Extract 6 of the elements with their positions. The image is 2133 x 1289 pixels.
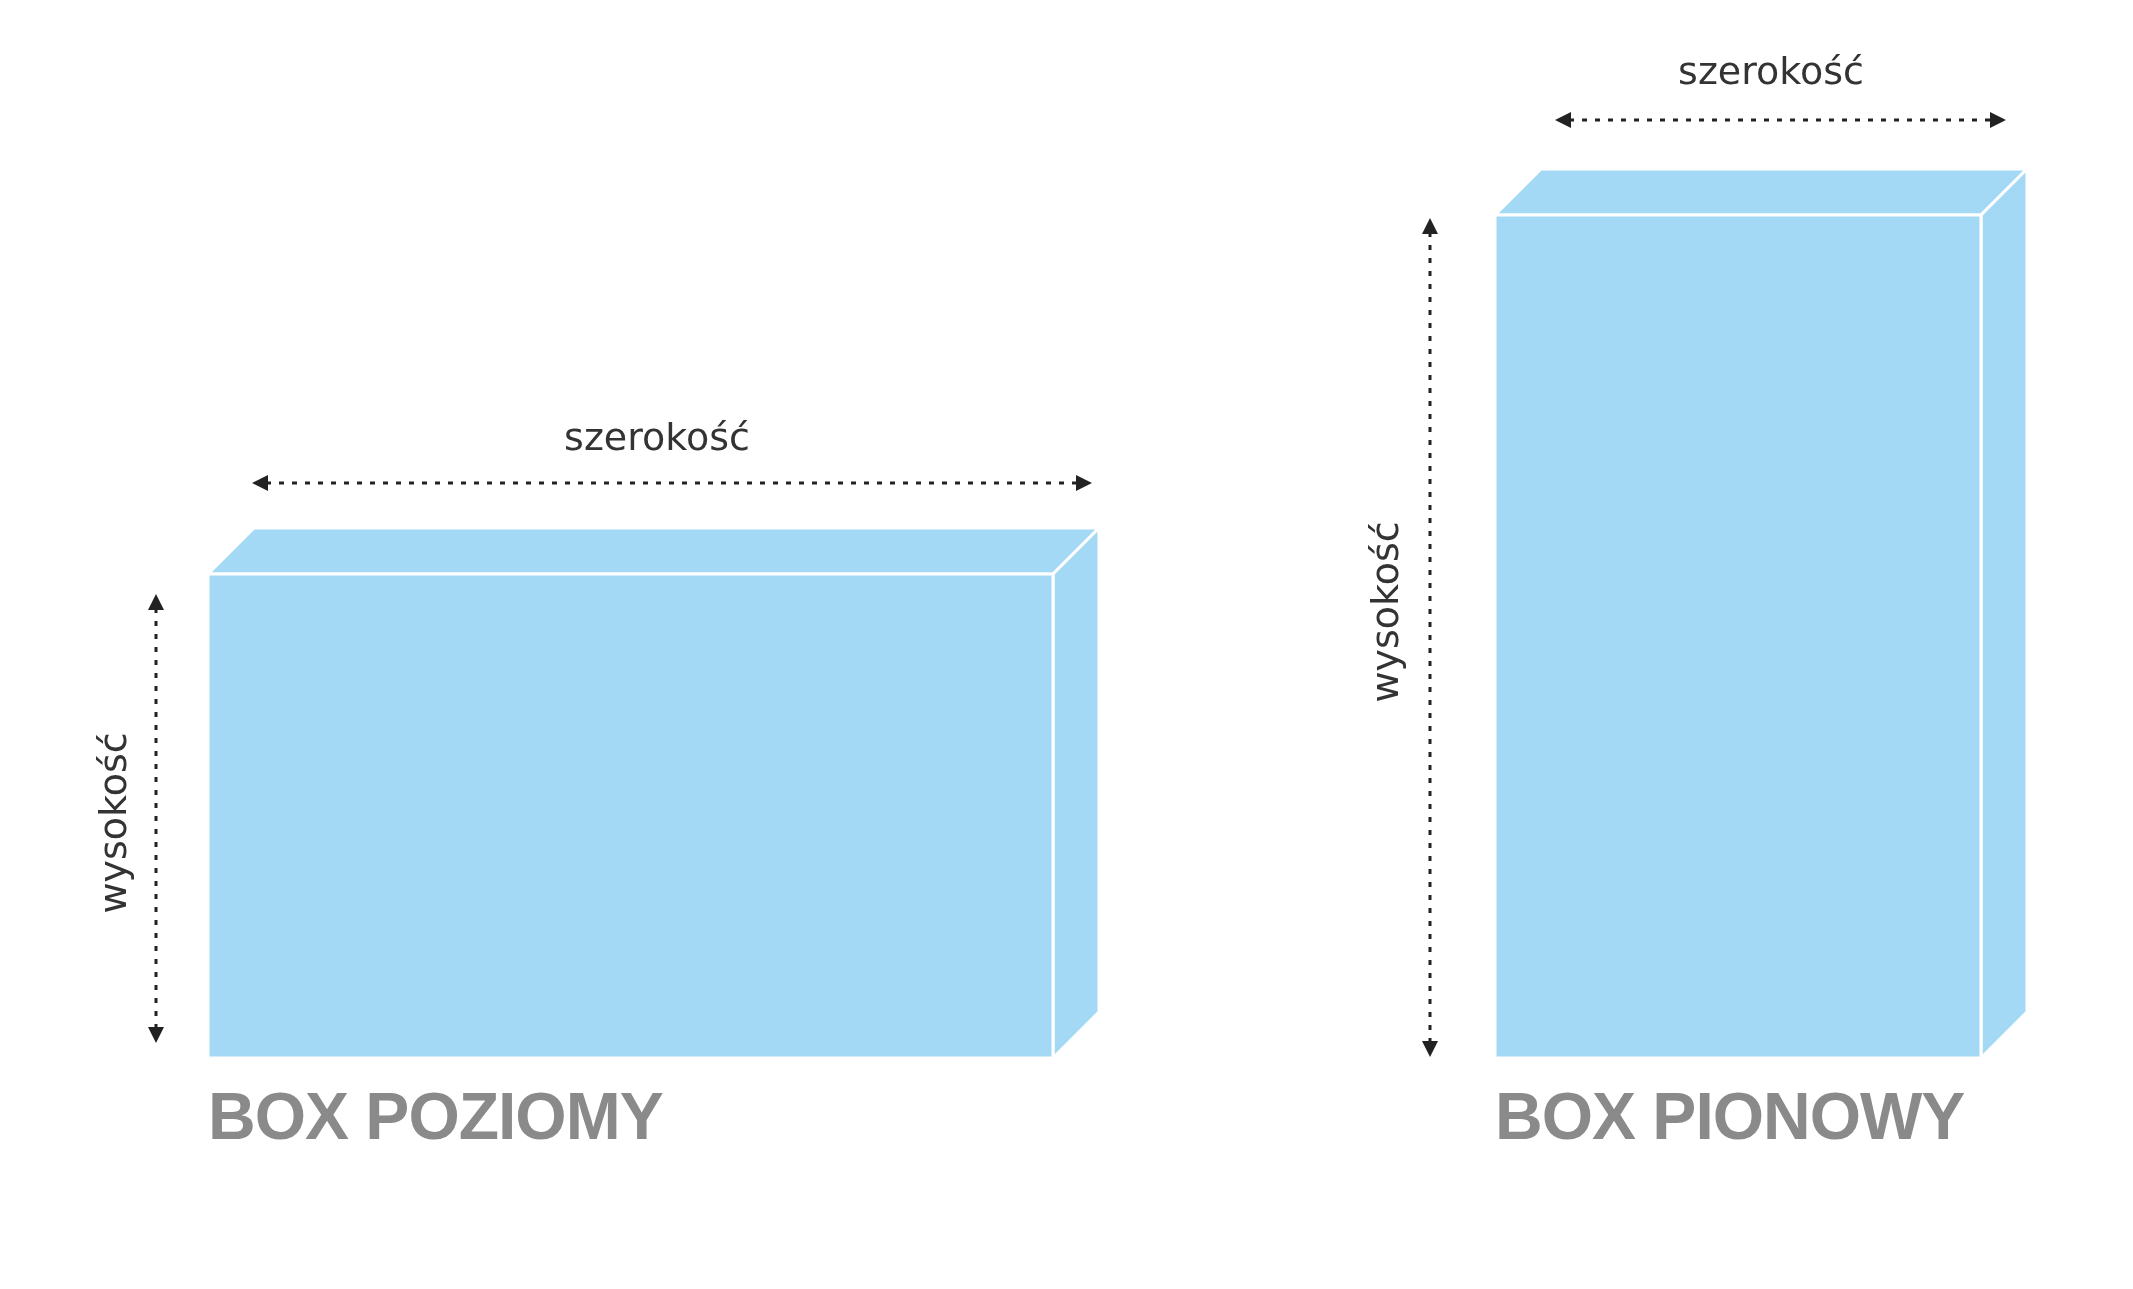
dimension-label: szerokość (564, 415, 750, 459)
box-title: BOX POZIOMY (208, 1078, 663, 1154)
dimension-label: szerokość (1678, 49, 1864, 93)
dimension-label: wysokość (1363, 521, 1407, 703)
box-title: BOX PIONOWY (1495, 1078, 1965, 1154)
dimension-label: wysokość (91, 732, 135, 914)
